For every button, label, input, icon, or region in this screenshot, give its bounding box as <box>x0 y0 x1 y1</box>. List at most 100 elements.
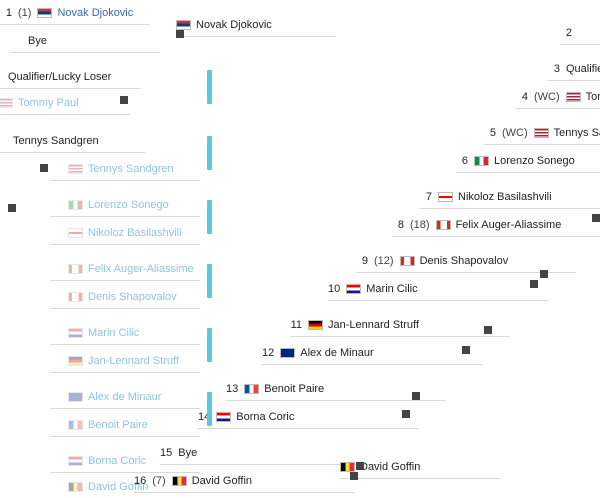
first-round-entry[interactable]: Benoit Paire <box>50 414 200 437</box>
draw-position: 10 <box>328 283 341 295</box>
first-round-entry[interactable]: Marin Cilic <box>50 322 200 345</box>
player-name[interactable]: Bye <box>178 447 198 459</box>
draw-entry[interactable]: 16(7)David Goffin <box>134 470 354 493</box>
seed-label: (1) <box>18 7 32 19</box>
player-name[interactable]: Jan-Lennard Struff <box>328 319 419 331</box>
player-name[interactable]: Denis Shapovalov <box>419 255 509 267</box>
first-round-entry[interactable]: Lorenzo Sonego <box>50 194 200 217</box>
germany-flag-icon <box>68 356 83 366</box>
first-round-entry[interactable]: Jan-Lennard Struff <box>50 350 200 373</box>
first-round-entry[interactable]: Alex de Minaur <box>50 386 200 409</box>
draw-entry[interactable]: 10 Marin Cilic <box>328 278 548 301</box>
first-round-entry[interactable]: Borna Coric <box>50 450 200 473</box>
match-connector-bar <box>207 200 212 234</box>
player-name[interactable]: Tommy Paul <box>585 91 600 103</box>
bracket-marker <box>540 270 548 278</box>
first-round-entry[interactable]: Tennys Sandgren <box>0 130 145 153</box>
player-name[interactable]: Benoit Paire <box>264 383 325 395</box>
canada-flag-icon <box>435 220 451 230</box>
canada-flag-icon <box>399 256 415 266</box>
player-name[interactable]: Novak Djokovic <box>196 19 272 31</box>
player-name[interactable]: Novak Djokovic <box>57 7 134 19</box>
draw-position: 15 <box>160 447 173 459</box>
draw-entry[interactable]: 9(12)Denis Shapovalov <box>356 250 576 273</box>
bracket-marker <box>402 410 410 418</box>
draw-position: 9 <box>361 255 368 267</box>
first-round-entry[interactable]: Bye <box>10 30 160 53</box>
draw-entry[interactable]: 12 Alex de Minaur <box>262 342 482 365</box>
player-name[interactable]: Bye <box>28 35 47 47</box>
first-round-entry[interactable]: David Goffin <box>50 476 200 498</box>
player-name[interactable]: Qualifier/Lucky Loser <box>566 63 600 75</box>
germany-flag-icon <box>308 320 323 330</box>
australia-flag-icon <box>280 348 296 358</box>
player-name[interactable]: Marin Cilic <box>88 327 140 339</box>
player-name[interactable]: Lorenzo Sonego <box>494 155 575 167</box>
player-name[interactable]: Denis Shapovalov <box>88 291 177 303</box>
draw-entry[interactable]: 5(WC)Tennys Sandgren <box>484 122 600 145</box>
usa-flag-icon <box>0 98 13 108</box>
seed-label: (WC) <box>534 91 560 103</box>
player-name[interactable]: Alex de Minaur <box>300 347 374 359</box>
player-name[interactable]: Benoit Paire <box>88 419 148 431</box>
belgium-flag-icon <box>68 482 83 492</box>
draw-position: 2 <box>565 27 572 39</box>
serbia-flag-icon <box>176 20 191 30</box>
bracket-marker <box>176 30 184 38</box>
draw-entry[interactable]: 7 Nikoloz Basilashvili <box>420 186 600 209</box>
player-name[interactable]: Tennys Sandgren <box>553 127 600 139</box>
player-name[interactable]: David Goffin <box>191 475 253 487</box>
italy-flag-icon <box>474 156 489 166</box>
bracket-marker <box>40 164 48 172</box>
first-round-entry[interactable]: Felix Auger-Aliassime <box>50 258 200 281</box>
usa-flag-icon <box>68 164 83 174</box>
bracket-marker <box>350 472 358 480</box>
first-round-entry[interactable]: Denis Shapovalov <box>50 286 200 309</box>
draw-entry[interactable]: 4(WC)Tommy Paul <box>516 86 600 109</box>
australia-flag-icon <box>68 392 83 402</box>
winner-entry[interactable]: David Goffin <box>340 456 500 479</box>
player-name[interactable]: Felix Auger-Aliassime <box>88 263 194 275</box>
player-name[interactable]: Felix Auger-Aliassime <box>455 219 562 231</box>
player-name[interactable]: Alex de Minaur <box>88 391 162 403</box>
draw-entry[interactable]: 8(18)Felix Auger-Aliassime <box>392 214 600 237</box>
player-name[interactable]: Nikoloz Basilashvili <box>88 227 182 239</box>
player-name[interactable]: David Goffin <box>88 481 149 493</box>
player-name[interactable]: Tennys Sandgren <box>88 163 174 175</box>
draw-position: 1 <box>5 7 12 19</box>
draw-position: 3 <box>553 63 560 75</box>
first-round-entry[interactable]: Tommy Paul <box>0 92 130 115</box>
first-round-entry[interactable]: Nikoloz Basilashvili <box>50 222 200 245</box>
draw-position: 12 <box>262 347 275 359</box>
player-name[interactable]: Marin Cilic <box>366 283 418 295</box>
player-name[interactable]: Qualifier/Lucky Loser <box>8 71 112 83</box>
player-name[interactable]: David Goffin <box>360 461 421 473</box>
seed-label: (18) <box>410 219 430 231</box>
player-name[interactable]: Borna Coric <box>236 411 295 423</box>
first-round-entry[interactable]: Qualifier/Lucky Loser <box>0 66 140 89</box>
draw-position: 7 <box>425 191 432 203</box>
player-name[interactable]: Lorenzo Sonego <box>88 199 169 211</box>
player-name[interactable]: Nikoloz Basilashvili <box>458 191 552 203</box>
draw-entry[interactable]: 13 Benoit Paire <box>226 378 446 401</box>
match-connector-bar <box>207 136 212 170</box>
player-name[interactable]: Borna Coric <box>88 455 147 467</box>
player-name[interactable]: Jan-Lennard Struff <box>88 355 179 367</box>
draw-entry[interactable]: 2 <box>560 22 600 45</box>
draw-entry[interactable]: 15 Bye <box>160 442 380 465</box>
seed-label: (7) <box>152 475 166 487</box>
usa-flag-icon <box>565 92 581 102</box>
player-name[interactable]: Tennys Sandgren <box>13 135 99 147</box>
first-round-entry[interactable]: 1 (1) Novak Djokovic <box>0 2 150 25</box>
winner-entry[interactable]: Novak Djokovic <box>176 14 336 37</box>
canada-flag-icon <box>68 292 83 302</box>
first-round-entry[interactable]: Tennys Sandgren <box>50 158 200 181</box>
draw-entry[interactable]: 3 Qualifier/Lucky Loser <box>548 58 600 81</box>
player-name[interactable]: Tommy Paul <box>18 97 79 109</box>
draw-position: 13 <box>226 383 239 395</box>
belgium-flag-icon <box>340 462 355 472</box>
